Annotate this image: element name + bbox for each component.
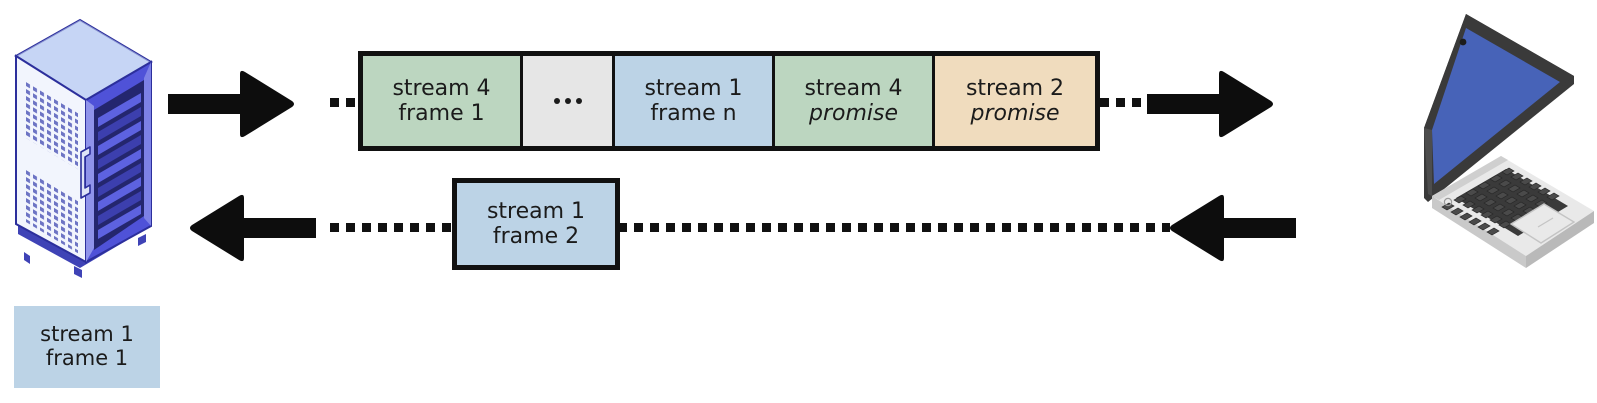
upstream-frame-line1: stream 1	[486, 198, 586, 224]
laptop-icon	[1424, 14, 1594, 268]
dotted-top-left	[330, 98, 362, 107]
dotted-bottom-left	[330, 223, 454, 232]
arrow-return-to-server	[190, 194, 316, 262]
frame-cell-line2: frame 1	[398, 101, 485, 126]
frame-cell-ellipsis	[523, 56, 615, 146]
frame-cell-line1: stream 4	[392, 75, 491, 101]
pending-frame: stream 1 frame 1	[14, 306, 160, 388]
dotted-bottom-right	[618, 223, 1170, 232]
server-rack-icon	[14, 18, 153, 278]
frame-cell-line2: promise	[808, 101, 898, 126]
ellipsis-icon	[553, 98, 582, 104]
frame-cell-line2: promise	[970, 101, 1060, 126]
frame-cell-line2: frame n	[650, 101, 737, 126]
dotted-top-right	[1100, 98, 1146, 107]
upstream-frame: stream 1 frame 2	[452, 178, 620, 270]
frame-cell-line1: stream 1	[644, 75, 743, 101]
pending-frame-line1: stream 1	[40, 322, 134, 347]
arrow-pipeline-to-client	[1147, 70, 1273, 138]
frame-cell-line1: stream 4	[804, 75, 903, 101]
frame-cell-line1: stream 2	[965, 75, 1065, 101]
pending-frame-line2: frame 1	[45, 346, 129, 370]
arrow-client-to-return	[1170, 194, 1296, 262]
arrow-server-to-pipeline	[168, 70, 294, 138]
upstream-frame-line2: frame 2	[492, 224, 580, 249]
